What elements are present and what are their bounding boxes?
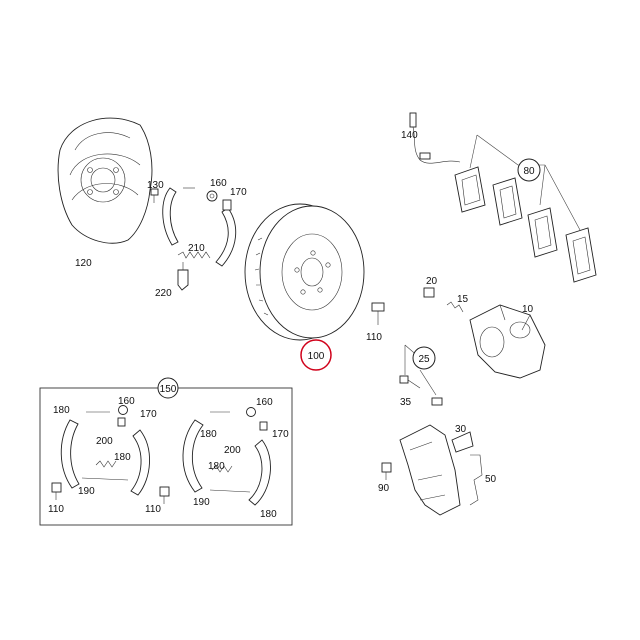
callout-170: 170	[230, 187, 247, 198]
screw-130-part[interactable]	[150, 188, 159, 203]
kit-callout-180-b: 180	[114, 452, 131, 463]
kit-callout-200-b: 200	[224, 445, 241, 456]
bleeder-20-part[interactable]	[423, 287, 435, 298]
callout-100: 100	[308, 351, 325, 362]
kit-left-shoes-part[interactable]	[60, 405, 150, 496]
kit-callout-180-e: 180	[260, 509, 277, 520]
callout-circle-25	[412, 346, 436, 370]
kit-callout-200-a: 200	[96, 436, 113, 447]
bolt-110-part[interactable]	[371, 302, 385, 325]
callout-80: 80	[523, 166, 535, 177]
callout-20: 20	[426, 276, 438, 287]
kit-callout-160-a: 160	[118, 396, 135, 407]
callout-15: 15	[457, 294, 469, 305]
leader-80	[469, 134, 581, 231]
kit-callout-110-b: 110	[145, 504, 161, 515]
wear-sensor-140-part[interactable]	[409, 112, 461, 164]
callout-50: 50	[485, 474, 497, 485]
kit-bolt-110-a[interactable]	[51, 482, 62, 500]
parking-brake-shoe-part[interactable]	[162, 187, 237, 267]
callout-220: 220	[155, 288, 172, 299]
callout-150: 150	[160, 384, 177, 395]
spring-50-part[interactable]	[469, 454, 483, 506]
kit-callout-180-c: 180	[200, 429, 217, 440]
callout-circle-80	[517, 158, 541, 182]
kit-callout-190-a: 190	[78, 486, 95, 497]
callout-25: 25	[418, 354, 430, 365]
kit-callout-180-d: 180	[208, 461, 225, 472]
callout-210: 210	[188, 243, 205, 254]
kit-callout-180-a: 180	[53, 405, 70, 416]
brake-disc-part[interactable]	[244, 203, 365, 341]
adjuster-220-part[interactable]	[177, 262, 189, 291]
kit-callout-160-b: 160	[256, 397, 273, 408]
kit-right-shoes-part[interactable]	[182, 407, 271, 506]
callout-30: 30	[455, 424, 467, 435]
bolt-90-part[interactable]	[381, 462, 392, 480]
spring-210-part[interactable]	[177, 251, 211, 259]
spring-clip-170-part[interactable]	[222, 199, 232, 211]
kit-callout-110-a: 110	[48, 504, 64, 515]
callout-90: 90	[378, 483, 390, 494]
kit-callout-170-a: 170	[140, 409, 157, 420]
callout-circle-150	[157, 377, 179, 399]
caliper-carrier-30-part[interactable]	[399, 424, 474, 516]
highlight-ring-100	[300, 339, 332, 371]
bolt-160-part[interactable]	[206, 190, 218, 202]
callout-120: 120	[75, 258, 92, 269]
kit-callout-190-b: 190	[193, 497, 210, 508]
callout-140: 140	[401, 130, 418, 141]
kit-bolt-110-b[interactable]	[159, 486, 170, 504]
brake-pads-80-part[interactable]	[454, 166, 597, 283]
callout-35: 35	[400, 397, 412, 408]
guide-pin-15-part[interactable]	[446, 301, 464, 313]
guide-bolt-35-part[interactable]	[399, 375, 443, 406]
callout-110: 110	[366, 332, 382, 343]
callout-160: 160	[210, 178, 227, 189]
callout-10: 10	[522, 304, 534, 315]
brake-caliper-part[interactable]	[469, 304, 546, 379]
dust-shield-part[interactable]	[57, 117, 153, 244]
callout-130: 130	[147, 180, 164, 191]
kit-callout-170-b: 170	[272, 429, 289, 440]
